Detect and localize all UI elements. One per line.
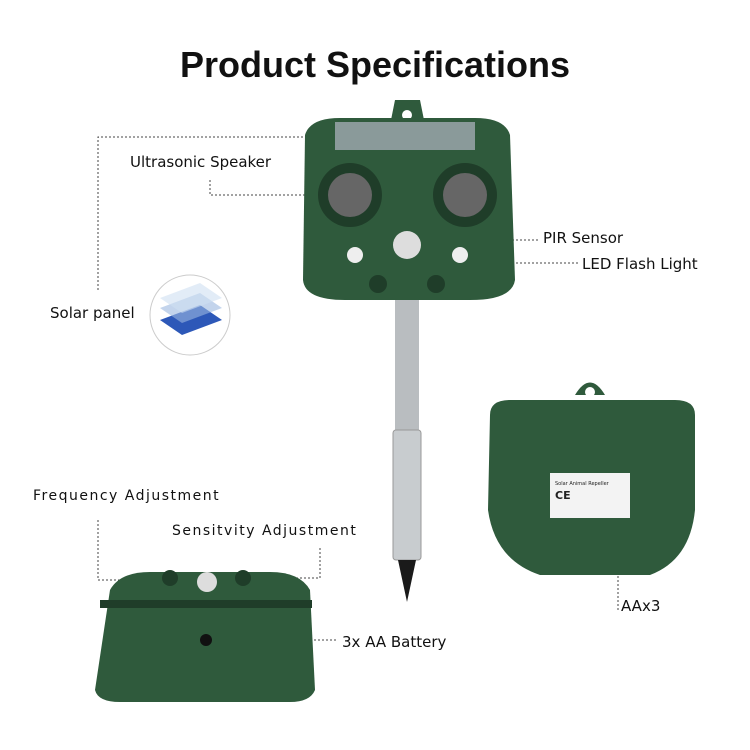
label-sensitivity-adjustment: Sensitvity Adjustment <box>172 523 358 539</box>
page-title: Product Specifications <box>179 44 571 85</box>
back-device: Solar Animal Repeller CE <box>488 382 695 575</box>
label-pir-sensor: PIR Sensor <box>543 229 624 247</box>
label-ultrasonic-speaker: Ultrasonic Speaker <box>130 153 272 171</box>
label-frequency-adjustment: Frequency Adjustment <box>33 488 221 504</box>
label-solar-panel: Solar panel <box>50 304 135 322</box>
svg-text:Solar Animal Repeller: Solar Animal Repeller <box>555 481 610 487</box>
label-battery: 3x AA Battery <box>342 633 447 651</box>
label-aax3: AAx3 <box>621 597 661 615</box>
front-device <box>303 100 515 602</box>
svg-text:CE: CE <box>555 489 571 502</box>
label-led-flash-light: LED Flash Light <box>582 255 698 273</box>
bottom-device <box>95 570 315 702</box>
solar-panel-image <box>149 274 231 356</box>
